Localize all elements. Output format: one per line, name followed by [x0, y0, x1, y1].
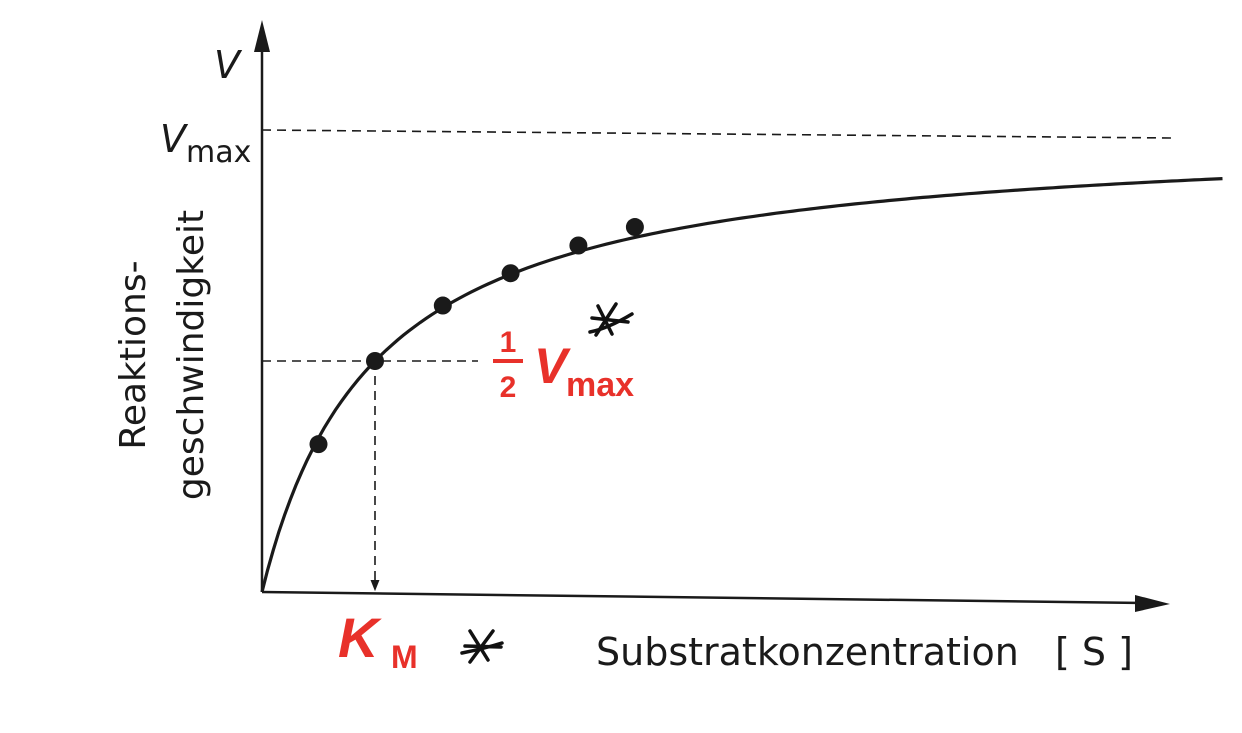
y-axis-title-line1: Reaktions-	[113, 260, 154, 449]
guide-lines	[261, 129, 1173, 592]
data-point	[569, 236, 588, 255]
vmax-label: Vmax	[160, 117, 251, 170]
half-fraction-denominator: 2	[500, 371, 517, 404]
y-axis-symbol: V	[214, 43, 243, 87]
half-fraction-numerator: 1	[500, 326, 517, 359]
y-axis-title: Reaktions- geschwindigkeit	[113, 210, 212, 500]
y-axis-title-line2: geschwindigkeit	[171, 210, 212, 500]
x-axis-title: Substratkonzentration	[596, 630, 1019, 674]
data-point	[625, 218, 644, 237]
km-label-k: K	[338, 606, 382, 669]
axes	[254, 20, 1170, 612]
data-point	[501, 264, 520, 283]
vmax-dashed-line	[261, 129, 1173, 139]
km-label: K M	[338, 606, 418, 675]
data-point	[366, 352, 384, 370]
km-label-sub: M	[391, 639, 418, 675]
x-axis-line	[261, 590, 1146, 605]
x-axis-arrowhead	[1135, 595, 1170, 612]
x-axis-bracket-symbol: [ S ]	[1055, 630, 1133, 674]
handwritten-asterisk-mark-km	[460, 629, 504, 664]
data-points	[309, 218, 644, 454]
vmax-label-main: V	[160, 117, 189, 161]
data-point	[433, 296, 452, 315]
data-point	[309, 435, 328, 454]
half-vmax-v: V	[534, 338, 571, 394]
half-vmax-sub: max	[566, 366, 634, 404]
half-vmax-label: 1 2 V max	[493, 326, 634, 404]
handwritten-asterisk-mark-vmax	[588, 302, 634, 337]
vmax-label-sub: max	[186, 135, 251, 170]
saturation-curve	[260, 177, 1223, 593]
y-axis-arrowhead	[254, 20, 270, 52]
